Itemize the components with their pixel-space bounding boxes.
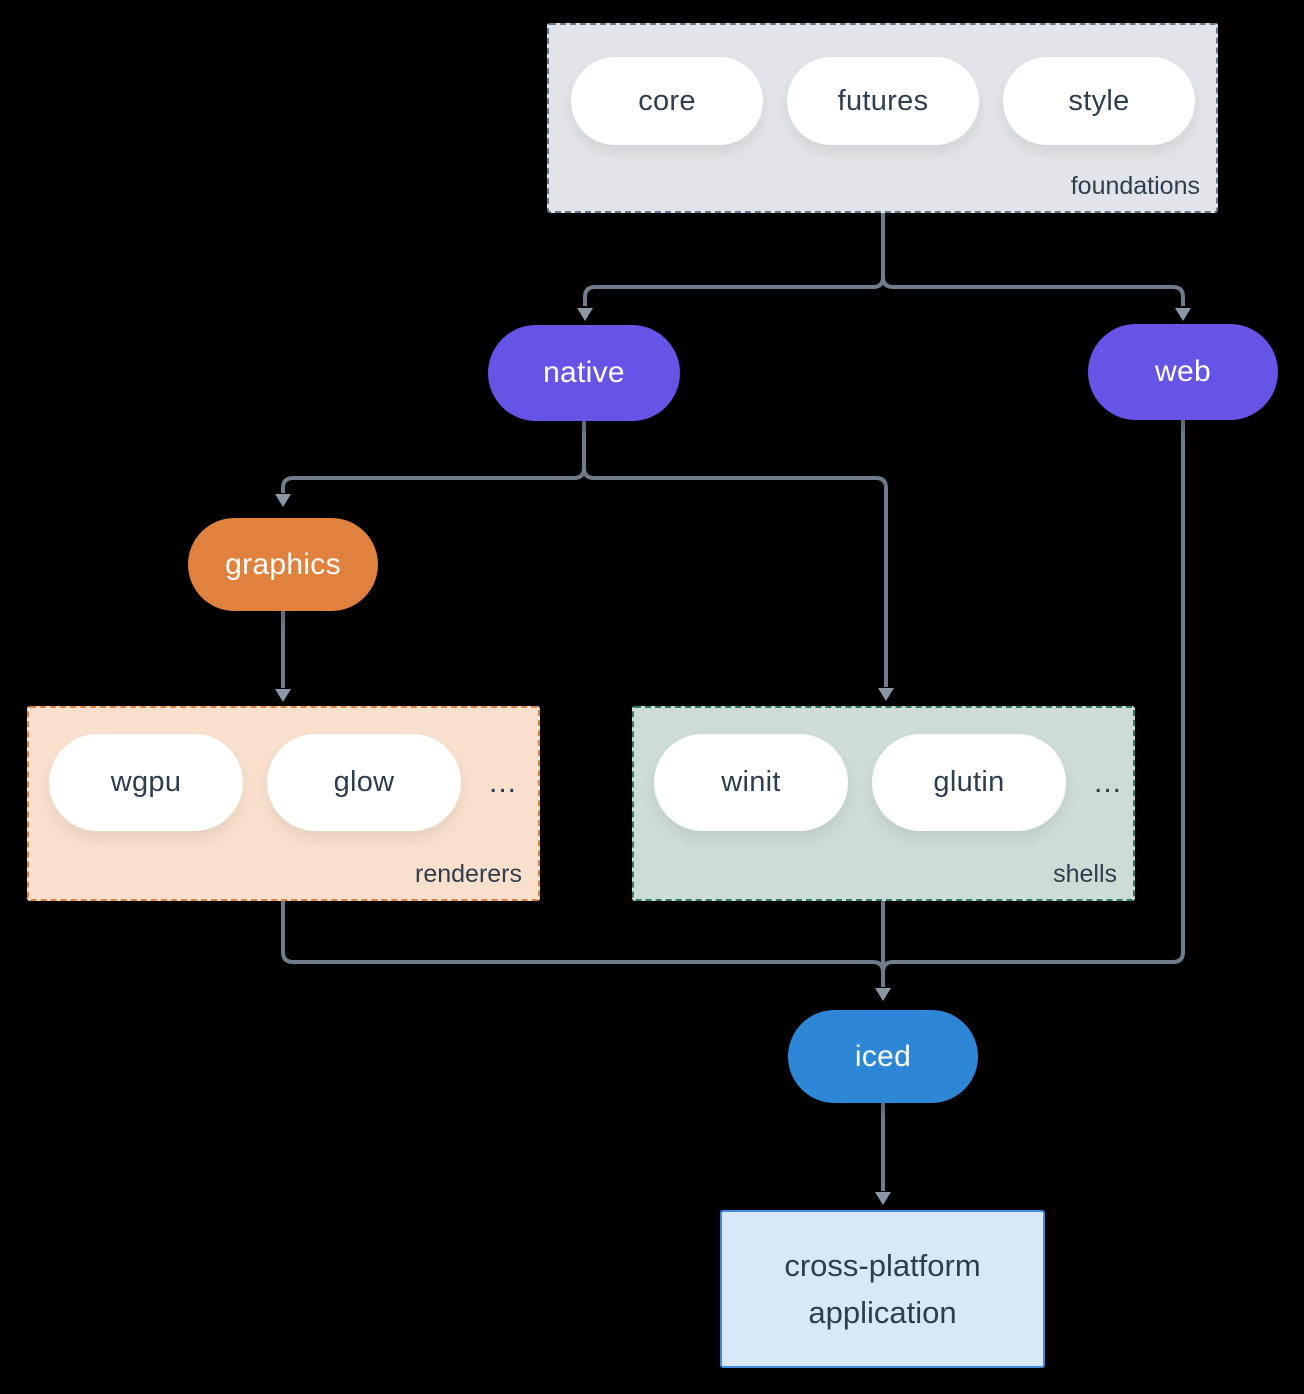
arrowhead-to-web [1175,308,1191,321]
renderers-label: renderers [415,860,522,888]
edge-native-graphics [281,421,586,493]
application-box: cross-platform application [720,1210,1045,1368]
arrowhead-to-native [577,308,593,321]
renderers-ellipsis: ... [489,765,518,799]
node-graphics: graphics [188,518,378,611]
node-winit: winit [654,734,848,831]
arrowhead-to-renderers [275,689,291,702]
edge-web-iced [881,420,1185,987]
shells-ellipsis: ... [1094,765,1123,799]
node-wgpu: wgpu [49,734,243,831]
arrowhead-to-application [875,1192,891,1205]
edge-renderers-iced [281,901,885,987]
shells-pill-row: winit glutin ... [634,708,1133,831]
node-web: web [1088,324,1278,420]
node-futures: futures [787,57,979,145]
node-native: native [488,325,680,421]
shells-label: shells [1053,860,1117,888]
edge-foundations-native [583,213,885,306]
node-glutin: glutin [872,734,1066,831]
renderers-pill-row: wgpu glow ... [29,708,538,831]
application-text-line2: application [808,1295,957,1330]
edge-native-shells [582,421,888,687]
edge-foundations-web [881,213,1185,306]
arrowhead-to-iced [875,988,891,1001]
arrowhead-to-shells [878,688,894,701]
shells-group: winit glutin ... shells [632,706,1135,901]
node-core: core [571,57,763,145]
foundations-pill-row: core futures style [549,25,1216,145]
foundations-group: core futures style foundations [547,23,1218,213]
foundations-label: foundations [1070,172,1200,200]
application-text-line1: cross-platform [784,1248,981,1283]
renderers-group: wgpu glow ... renderers [27,706,540,901]
arrowhead-to-graphics [275,494,291,507]
node-glow: glow [267,734,461,831]
node-iced: iced [788,1010,978,1103]
node-style: style [1003,57,1195,145]
